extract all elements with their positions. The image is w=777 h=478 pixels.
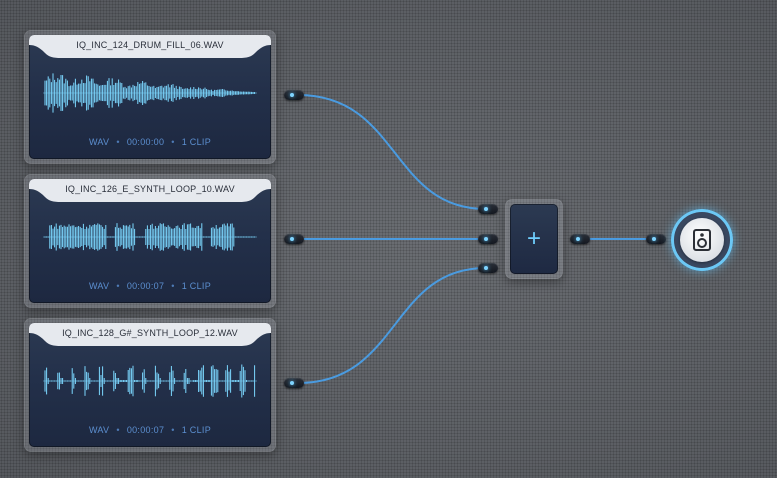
mixer-node[interactable]: +	[505, 199, 563, 279]
clip-panel: IQ_INC_126_E_SYNTH_LOOP_10.WAV WAV•00:00…	[29, 179, 271, 303]
mixer-input-port-2[interactable]	[478, 234, 498, 244]
clip-node-1[interactable]: IQ_INC_124_DRUM_FILL_06.WAV WAV•00:00:00…	[24, 30, 276, 164]
clip-header-tab: IQ_INC_126_E_SYNTH_LOOP_10.WAV	[29, 179, 271, 203]
mixer-input-port-1[interactable]	[478, 204, 498, 214]
waveform-display	[43, 73, 257, 113]
clip-title: IQ_INC_128_G#_SYNTH_LOOP_12.WAV	[62, 328, 238, 338]
clip-count: 1 CLIP	[181, 425, 212, 435]
waveform-display	[43, 223, 257, 251]
clip-panel: IQ_INC_124_DRUM_FILL_06.WAV WAV•00:00:00…	[29, 35, 271, 159]
clip-format: WAV	[88, 281, 110, 291]
mixer-output-port[interactable]	[570, 234, 590, 244]
wire-clip1-to-mixer	[297, 94, 487, 210]
clip-format: WAV	[88, 137, 110, 147]
mixer-input-port-3[interactable]	[478, 263, 498, 273]
clip-count: 1 CLIP	[181, 281, 212, 291]
clip-title: IQ_INC_126_E_SYNTH_LOOP_10.WAV	[65, 184, 235, 194]
clip-meta: WAV•00:00:07•1 CLIP	[88, 281, 212, 291]
speaker-icon	[693, 229, 711, 251]
clip-meta: WAV•00:00:07•1 CLIP	[88, 425, 212, 435]
clip-node-2[interactable]: IQ_INC_126_E_SYNTH_LOOP_10.WAV WAV•00:00…	[24, 174, 276, 308]
wire-clip3-to-mixer	[297, 267, 487, 384]
speaker-input-port[interactable]	[646, 234, 666, 244]
clip-count: 1 CLIP	[181, 137, 212, 147]
clip-meta: WAV•00:00:00•1 CLIP	[88, 137, 212, 147]
clip3-output-port[interactable]	[284, 378, 304, 388]
clip-duration: 00:00:07	[126, 425, 165, 435]
clip2-output-port[interactable]	[284, 234, 304, 244]
speaker-button[interactable]	[680, 218, 724, 262]
clip-node-3[interactable]: IQ_INC_128_G#_SYNTH_LOOP_12.WAV WAV•00:0…	[24, 318, 276, 452]
clip-duration: 00:00:00	[126, 137, 165, 147]
clip-panel: IQ_INC_128_G#_SYNTH_LOOP_12.WAV WAV•00:0…	[29, 323, 271, 447]
clip-duration: 00:00:07	[126, 281, 165, 291]
clip-format: WAV	[88, 425, 110, 435]
plus-icon: +	[510, 204, 558, 274]
speaker-output-node[interactable]	[671, 209, 733, 271]
waveform-display	[43, 364, 257, 398]
clip1-output-port[interactable]	[284, 90, 304, 100]
clip-header-tab: IQ_INC_124_DRUM_FILL_06.WAV	[29, 35, 271, 59]
clip-title: IQ_INC_124_DRUM_FILL_06.WAV	[76, 40, 224, 50]
clip-header-tab: IQ_INC_128_G#_SYNTH_LOOP_12.WAV	[29, 323, 271, 347]
